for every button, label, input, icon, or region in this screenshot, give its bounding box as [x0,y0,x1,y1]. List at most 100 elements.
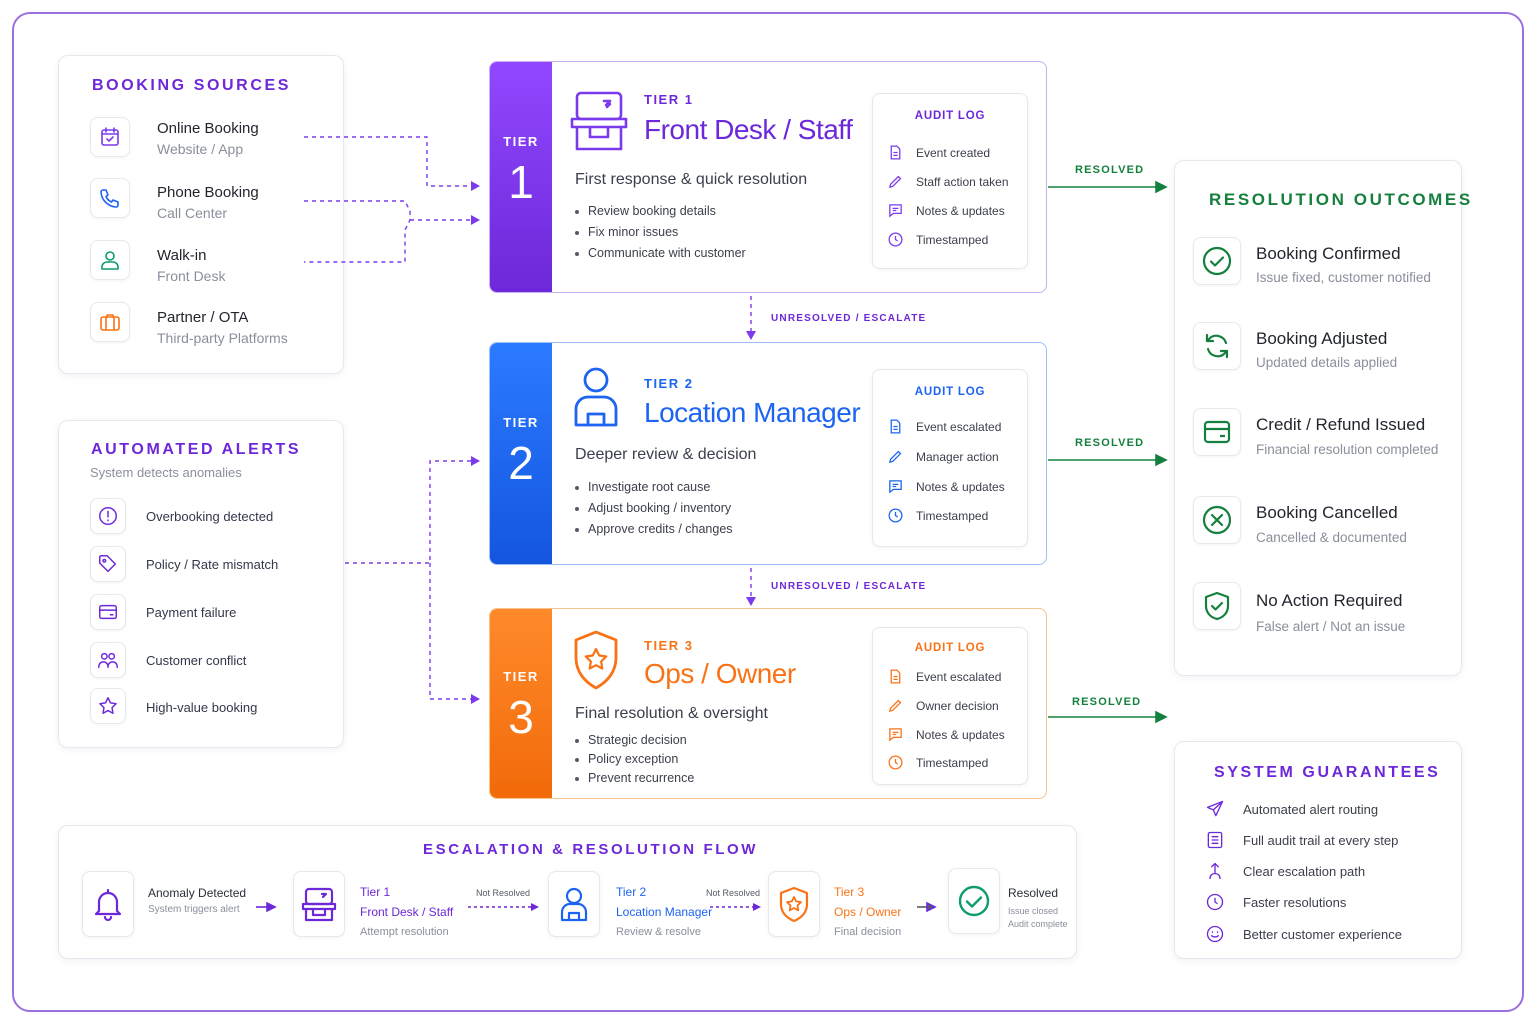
desk-icon [570,91,628,151]
outcome-title: No Action Required [1256,591,1403,610]
audit-item: Timestamped [887,507,988,524]
escalation-flow-title: ESCALATION & RESOLUTION FLOW [423,841,759,858]
send-icon [1206,800,1224,817]
flow-step-title: Tier 1 [360,885,391,899]
document-icon [890,145,901,160]
outcome-title: Booking Cancelled [1256,503,1398,522]
tier-label: TIER 1 [644,92,694,107]
source-title: Phone Booking [157,184,259,201]
tier-bullet: Prevent recurrence [575,771,694,785]
flow-step-title: Front Desk / Staff [360,905,454,919]
outcome-title: Booking Adjusted [1256,329,1388,348]
tier-bullet: Fix minor issues [575,225,746,239]
clock-icon [888,755,903,770]
tier-bullet: Communicate with customer [575,246,746,260]
tier-name: Location Manager [644,397,861,428]
star-icon [90,688,126,724]
document-icon [890,669,901,684]
audit-item: Staff action taken [887,173,1009,190]
audit-title: AUDIT LOG [914,110,986,122]
outcome-sub: Cancelled & documented [1256,530,1407,545]
tier-2-card: TIER 2 TIER 2 Location Manager Deeper re… [489,342,1047,565]
tier-bullet: Strategic decision [575,733,694,747]
alert-label: Overbooking detected [146,509,274,524]
flow-step-sub: Review & resolve [616,926,701,938]
tier-desc: First response & quick resolution [575,171,808,188]
outcome-title: Booking Confirmed [1256,244,1401,263]
tier-bullets: Review booking details Fix minor issues … [575,204,746,267]
manager-icon [548,871,600,937]
audit-item: Timestamped [887,754,988,771]
audit-title: AUDIT LOG [914,386,986,398]
shield-star-icon [768,871,820,937]
source-title: Online Booking [157,120,259,137]
tier-2-band: TIER 2 [490,343,552,564]
clock-icon [1206,893,1224,911]
tier-1-card: TIER 1 TIER 1 Front Desk / Staff First r… [489,61,1047,293]
resolution-outcomes-title: RESOLUTION OUTCOMES [1209,190,1473,209]
pencil-icon [888,175,902,189]
audit-item: Event escalated [887,418,1001,435]
outcome-sub: False alert / Not an issue [1256,619,1406,634]
source-title: Partner / OTA [157,309,249,326]
flow-step-title: Anomaly Detected [148,886,247,900]
tier-bullet: Policy exception [575,752,694,766]
chat-icon [889,480,902,494]
source-sub: Third-party Platforms [157,330,288,346]
chat-icon [889,728,902,742]
pencil-icon [888,699,902,713]
shield-check-icon [1193,582,1241,630]
tier-bullets: Investigate root cause Adjust booking / … [575,480,733,543]
resolved-label: RESOLVED [1072,696,1142,708]
calendar-check-icon [90,117,130,157]
alert-label: Payment failure [146,605,237,620]
guarantee-item: Full audit trail at every step [1205,830,1398,850]
tier-name: Ops / Owner [644,658,796,689]
credit-card-icon [90,594,126,630]
outer-frame [12,12,1524,1012]
tier-label: TIER 2 [644,376,694,391]
tier-3-card: TIER 3 TIER 3 Ops / Owner Final resoluti… [489,608,1047,799]
tier-bullets: Strategic decision Policy exception Prev… [575,733,694,792]
desk-icon [293,871,345,937]
audit-item: Notes & updates [887,726,1005,743]
audit-item: Event created [887,144,990,161]
check-circle-icon [948,868,1000,934]
tier-desc: Final resolution & oversight [575,705,768,722]
audit-item: Owner decision [887,697,999,714]
tier-word: TIER [503,669,539,684]
tier-name: Front Desk / Staff [644,114,853,145]
flow-step-title: Ops / Owner [834,905,902,919]
automated-alerts-subtitle: System detects anomalies [90,465,242,480]
x-circle-icon [1193,496,1241,544]
guarantee-item: Faster resolutions [1205,892,1346,912]
source-sub: Call Center [157,205,228,221]
users-icon [90,642,126,678]
tier-number: 1 [508,156,534,208]
check-circle-icon [1193,237,1241,285]
alert-label: Policy / Rate mismatch [146,557,279,572]
escalate-label: UNRESOLVED / ESCALATE [771,581,927,592]
tier-bullet: Review booking details [575,204,746,218]
tag-icon [90,546,126,582]
tier-word: TIER [503,415,539,430]
flow-step-title: Tier 3 [834,885,865,899]
booking-sources-title: BOOKING SOURCES [92,77,292,94]
source-sub: Front Desk [157,268,226,284]
outcome-sub: Financial resolution completed [1256,442,1439,457]
outcome-sub: Issue fixed, customer notified [1256,270,1431,285]
tier-word: TIER [503,134,539,149]
alert-label: Customer conflict [146,653,247,668]
guarantee-item: Better customer experience [1205,924,1402,944]
refresh-icon [1193,322,1241,370]
audit-title: AUDIT LOG [914,642,986,654]
list-icon [1207,831,1223,849]
bell-icon [82,871,134,937]
outcome-sub: Updated details applied [1256,355,1398,370]
flow-step-title: Resolved [1008,886,1059,900]
tier-desc: Deeper review & decision [575,446,757,463]
flow-step-title: Location Manager [616,905,713,919]
guarantee-item: Automated alert routing [1205,799,1378,819]
